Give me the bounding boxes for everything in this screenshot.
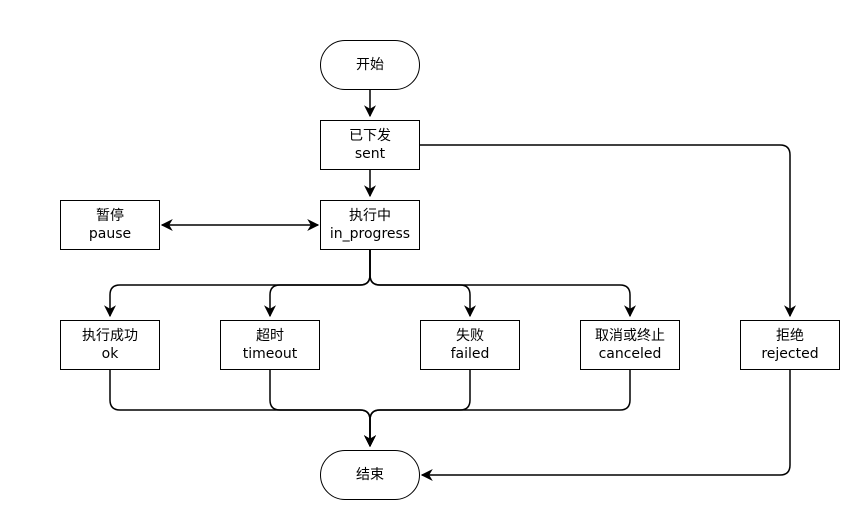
node-rejected-code: rejected	[761, 346, 819, 362]
node-start-label: 开始	[356, 57, 384, 73]
node-ok-code: ok	[101, 346, 119, 362]
edge-in-progress-to-canceled	[369, 250, 636, 318]
node-pause: 暂停 pause	[60, 200, 160, 250]
node-canceled-label: 取消或终止	[595, 328, 665, 344]
node-sent-label: 已下发	[349, 128, 391, 144]
node-end: 结束	[320, 450, 420, 500]
edge-ok-to-end	[109, 370, 376, 448]
node-rejected: 拒绝 rejected	[740, 320, 840, 370]
node-sent-code: sent	[354, 146, 386, 162]
edge-rejected-to-end	[420, 370, 791, 481]
node-start: 开始	[320, 40, 420, 90]
node-canceled-code: canceled	[598, 346, 662, 362]
edge-in-progress-to-timeout	[264, 250, 371, 318]
node-ok-label: 执行成功	[82, 328, 138, 344]
node-end-label: 结束	[356, 467, 384, 483]
edge-in-progress-to-failed	[369, 250, 476, 318]
node-in-progress-label: 执行中	[349, 208, 391, 224]
node-failed-code: failed	[450, 346, 490, 362]
node-ok: 执行成功 ok	[60, 320, 160, 370]
edge-failed-to-end	[364, 370, 471, 448]
node-timeout: 超时 timeout	[220, 320, 320, 370]
node-in-progress: 执行中 in_progress	[320, 200, 420, 250]
node-rejected-label: 拒绝	[776, 328, 804, 344]
edge-sent-to-rejected	[420, 144, 796, 318]
node-timeout-label: 超时	[256, 328, 284, 344]
edge-timeout-to-end	[269, 370, 376, 448]
node-pause-label: 暂停	[96, 208, 124, 224]
node-pause-code: pause	[88, 226, 132, 242]
edge-in-progress-to-ok	[104, 250, 371, 318]
node-timeout-code: timeout	[242, 346, 298, 362]
node-sent: 已下发 sent	[320, 120, 420, 170]
edge-canceled-to-end	[364, 370, 631, 448]
node-failed: 失败 failed	[420, 320, 520, 370]
node-failed-label: 失败	[456, 328, 484, 344]
node-in-progress-code: in_progress	[329, 226, 411, 242]
node-canceled: 取消或终止 canceled	[580, 320, 680, 370]
